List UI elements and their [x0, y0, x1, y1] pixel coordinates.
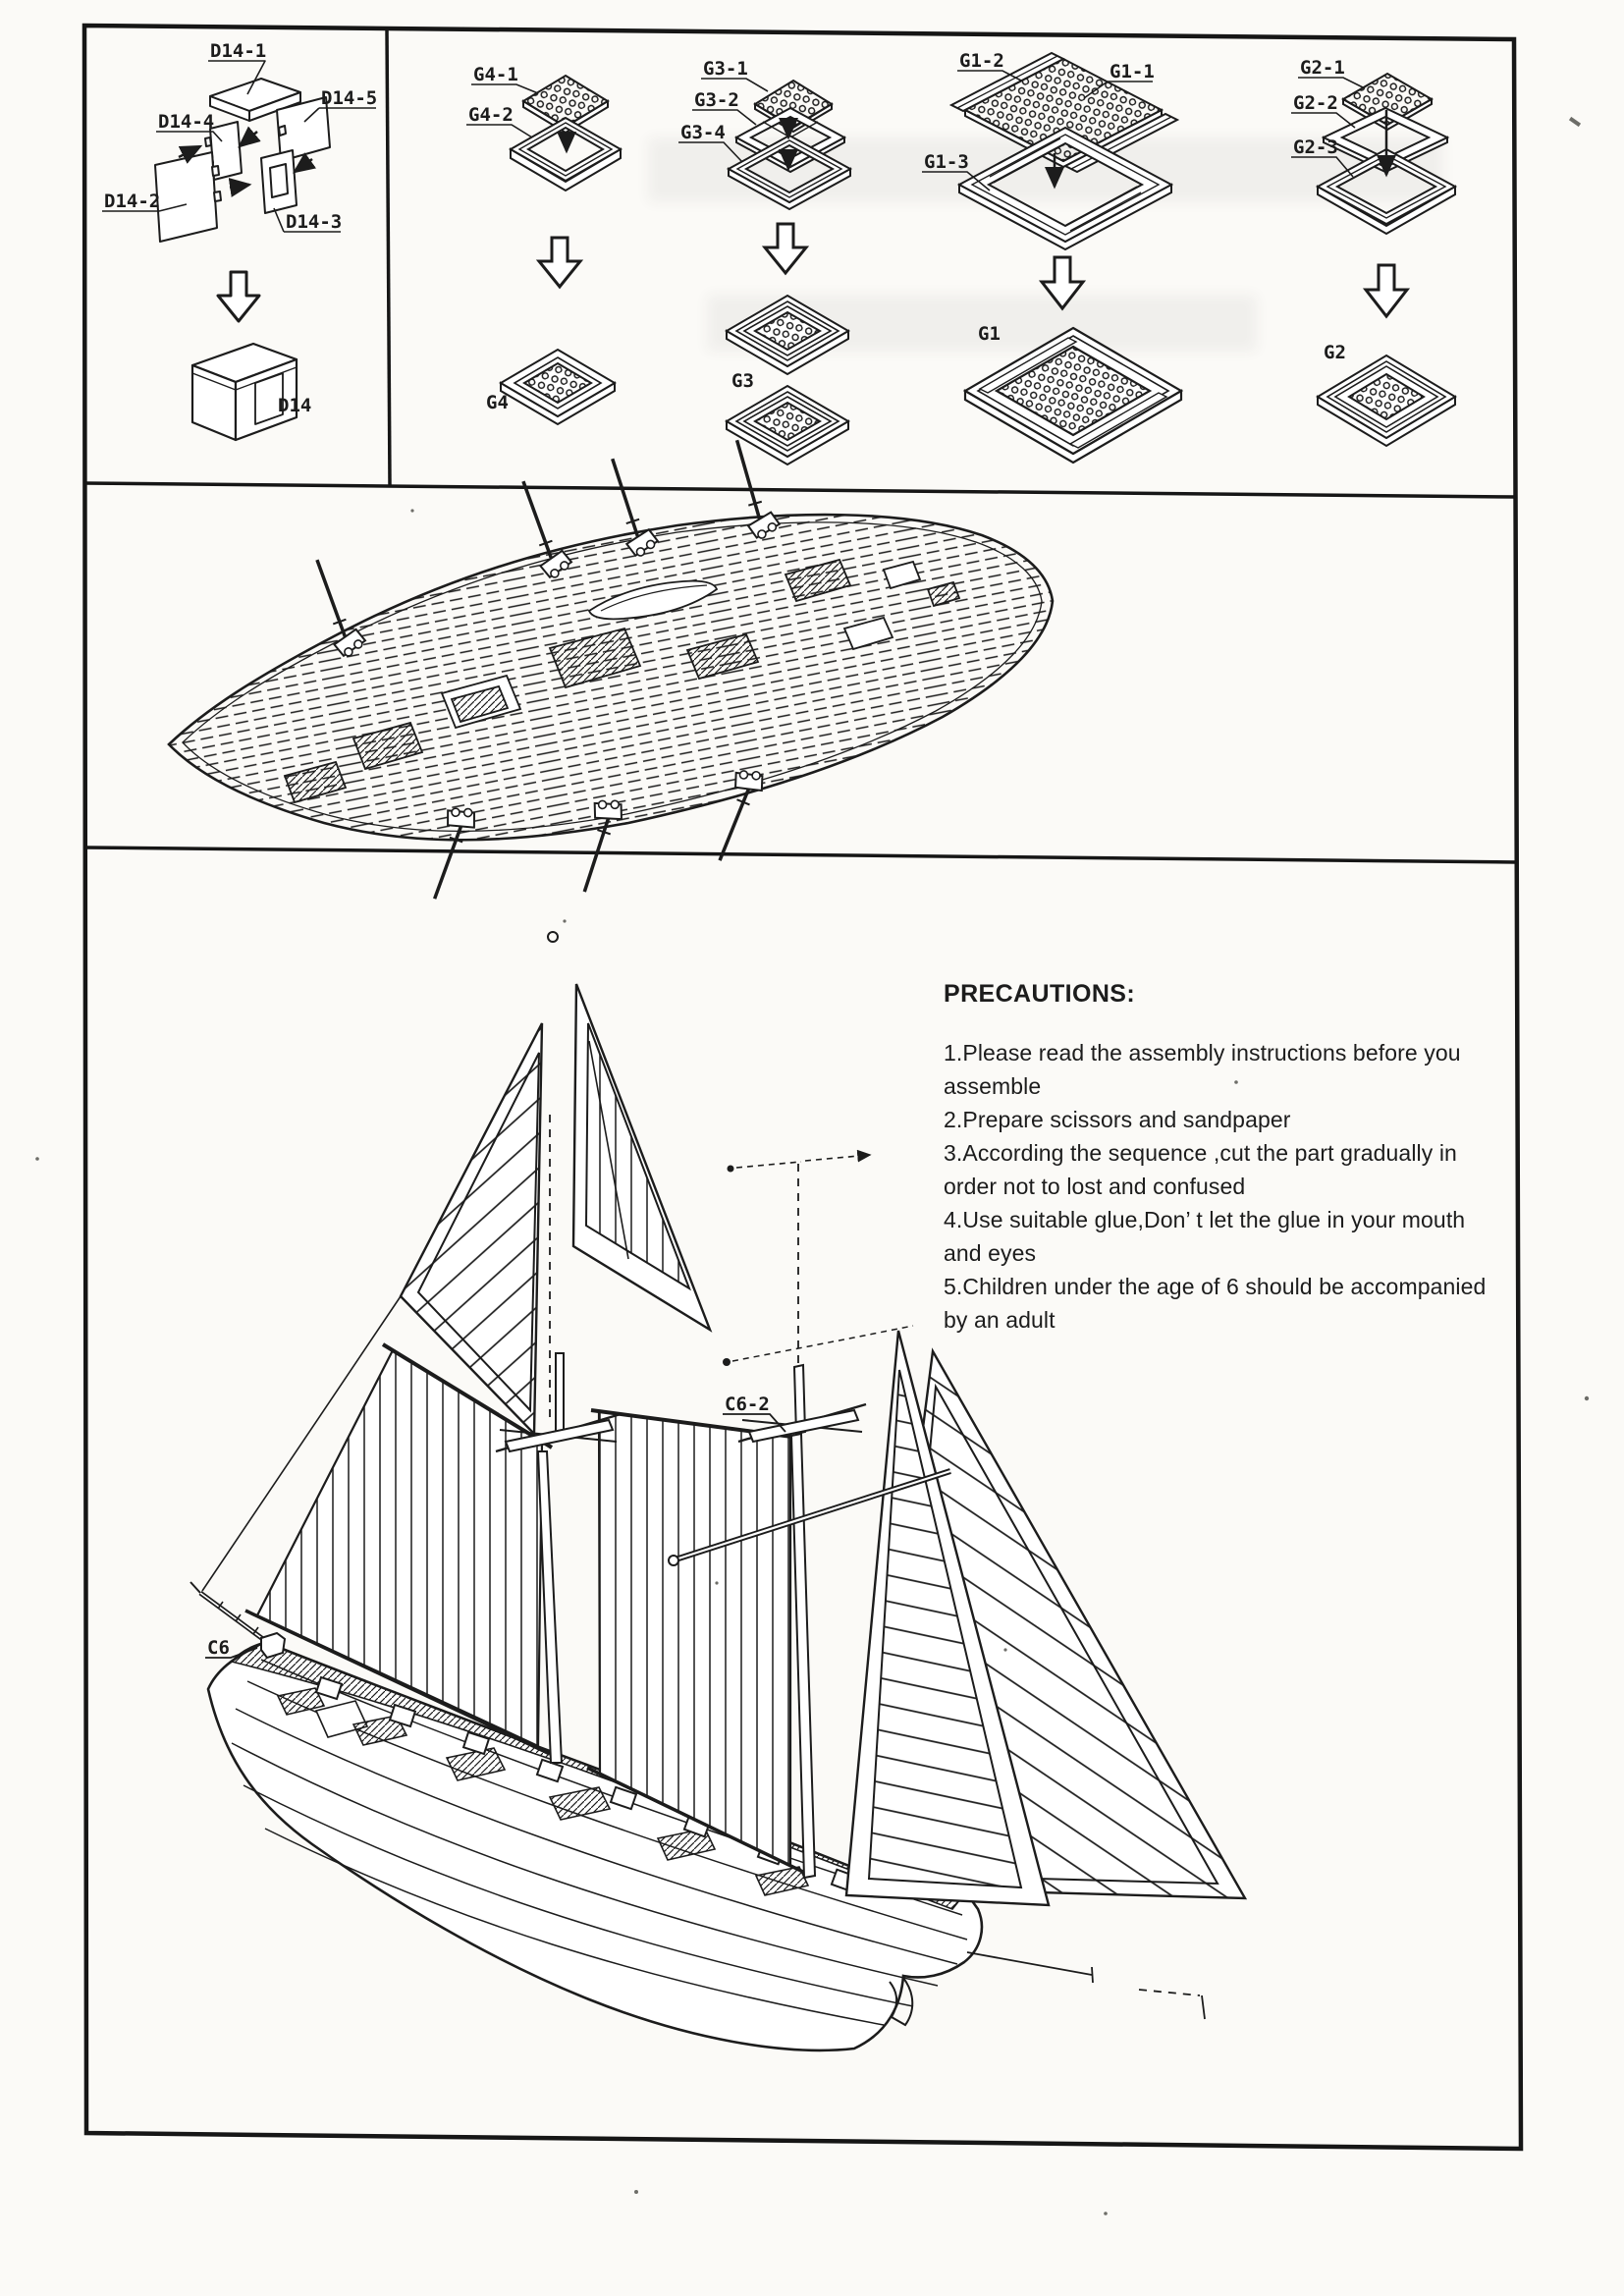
part-label-d14-3: D14-3	[286, 211, 342, 233]
result-label-g2: G2	[1324, 342, 1346, 363]
sail-staysail	[399, 1022, 544, 1437]
part-label-g3-4: G3-4	[680, 122, 726, 143]
g3-assembled-lower	[726, 385, 849, 465]
part-label-g2-3: G2-3	[1293, 137, 1338, 158]
precaution-item-4: 4.Use suitable glue,Don’ t let the glue …	[944, 1207, 1466, 1266]
down-arrow-icon	[216, 270, 261, 323]
part-label-g2-2: G2-2	[1293, 92, 1338, 114]
g2-leaders	[1291, 77, 1366, 178]
divider-top-sections	[83, 481, 1516, 499]
foremast	[495, 1115, 622, 1764]
divider-deck-section	[84, 846, 1518, 864]
down-arrow-icon	[535, 236, 584, 290]
precautions-block: PRECAUTIONS: 1.Please read the assembly …	[944, 980, 1499, 1337]
d14-leaders	[102, 60, 376, 233]
g1-diagram: G1-2 G1-1 G1-3 G1	[922, 50, 1184, 465]
ship-leaders	[205, 1413, 786, 1659]
precaution-item-1: 1.Please read the assembly instructions …	[944, 1040, 1461, 1099]
g4-leaders	[466, 83, 539, 138]
part-c6-block	[260, 1631, 287, 1660]
page-frame	[81, 23, 1524, 2152]
part-label-g1-1: G1-1	[1110, 61, 1155, 82]
divider-d14-box	[385, 27, 392, 486]
foremast-crosstree	[495, 1412, 622, 1453]
down-arrow-icon	[761, 222, 810, 276]
part-label-g4-2: G4-2	[468, 104, 514, 126]
g1-part-shapes	[948, 51, 1180, 251]
result-label-g4: G4	[486, 392, 509, 413]
d14-diagram: D14-1 D14-5 D14-4 D14-2 D14-3 D14	[102, 40, 377, 442]
guide-dot	[547, 931, 559, 943]
part-label-g2-1: G2-1	[1300, 57, 1345, 79]
g1-leaders	[922, 70, 1153, 191]
deck-furniture	[283, 558, 961, 804]
part-label-d14-2: D14-2	[104, 191, 160, 212]
result-label-d14: D14	[278, 395, 311, 416]
part-label-g4-1: G4-1	[473, 64, 518, 85]
result-label-g3: G3	[731, 370, 754, 392]
g4-diagram: G4-1 G4-2 G4	[466, 64, 623, 426]
g3-part-shapes	[726, 79, 853, 211]
sail-fore-gaff	[244, 1342, 554, 1756]
part-label-g1-3: G1-3	[924, 151, 969, 173]
scan-speckles	[35, 116, 1590, 2215]
sail-jib	[571, 983, 713, 1333]
boom-spar	[668, 1468, 951, 1566]
mainmast-guides	[723, 1149, 914, 1424]
precaution-item-5: 5.Children under the age of 6 should be …	[944, 1274, 1487, 1333]
g3-leaders	[678, 78, 769, 163]
down-arrow-icon	[1038, 255, 1087, 311]
part-c6-2-crosstree	[737, 1402, 867, 1444]
sail-topmast-staysail	[844, 1330, 1051, 1907]
g3-diagram: G3-1 G3-2 G3-4 G3	[678, 58, 853, 465]
precautions-title: PRECAUTIONS:	[944, 980, 1136, 1008]
part-label-g3-1: G3-1	[703, 58, 748, 80]
ship-illustration: C6 C6-2	[189, 931, 1248, 2052]
precaution-item-3: 3.According the sequence ,cut the part g…	[944, 1140, 1457, 1199]
d14-assembled	[190, 342, 298, 442]
part-label-g1-2: G1-2	[959, 50, 1004, 72]
part-label-g3-2: G3-2	[694, 89, 739, 111]
ship-label-c6: C6	[207, 1637, 230, 1659]
g1-assembled	[962, 326, 1184, 465]
precaution-item-2: 2.Prepare scissors and sandpaper	[944, 1107, 1291, 1132]
down-arrow-icon	[1362, 263, 1411, 319]
deck-cannons	[315, 439, 782, 900]
forestay	[201, 1295, 402, 1592]
mainmast	[737, 1363, 867, 1880]
g2-part-shapes	[1315, 72, 1458, 236]
d14-assembly-arrows	[178, 126, 317, 197]
part-label-d14-4: D14-4	[158, 111, 214, 133]
part-label-d14-1: D14-1	[210, 40, 266, 62]
deck-inner-rim	[182, 521, 1043, 833]
g4-assembled	[499, 348, 617, 426]
part-label-d14-5: D14-5	[321, 87, 377, 109]
deck-illustration	[167, 439, 1055, 900]
ship-deck-furniture	[276, 1687, 810, 1896]
sail-main-gaff	[586, 1408, 808, 1876]
g2-diagram: G2-1 G2-2 G2-3 G2	[1291, 57, 1458, 448]
result-label-g1: G1	[978, 323, 1001, 345]
g4-part-shapes	[508, 74, 623, 192]
g2-assembled	[1316, 354, 1457, 448]
ship-label-c6-2: C6-2	[725, 1394, 770, 1415]
